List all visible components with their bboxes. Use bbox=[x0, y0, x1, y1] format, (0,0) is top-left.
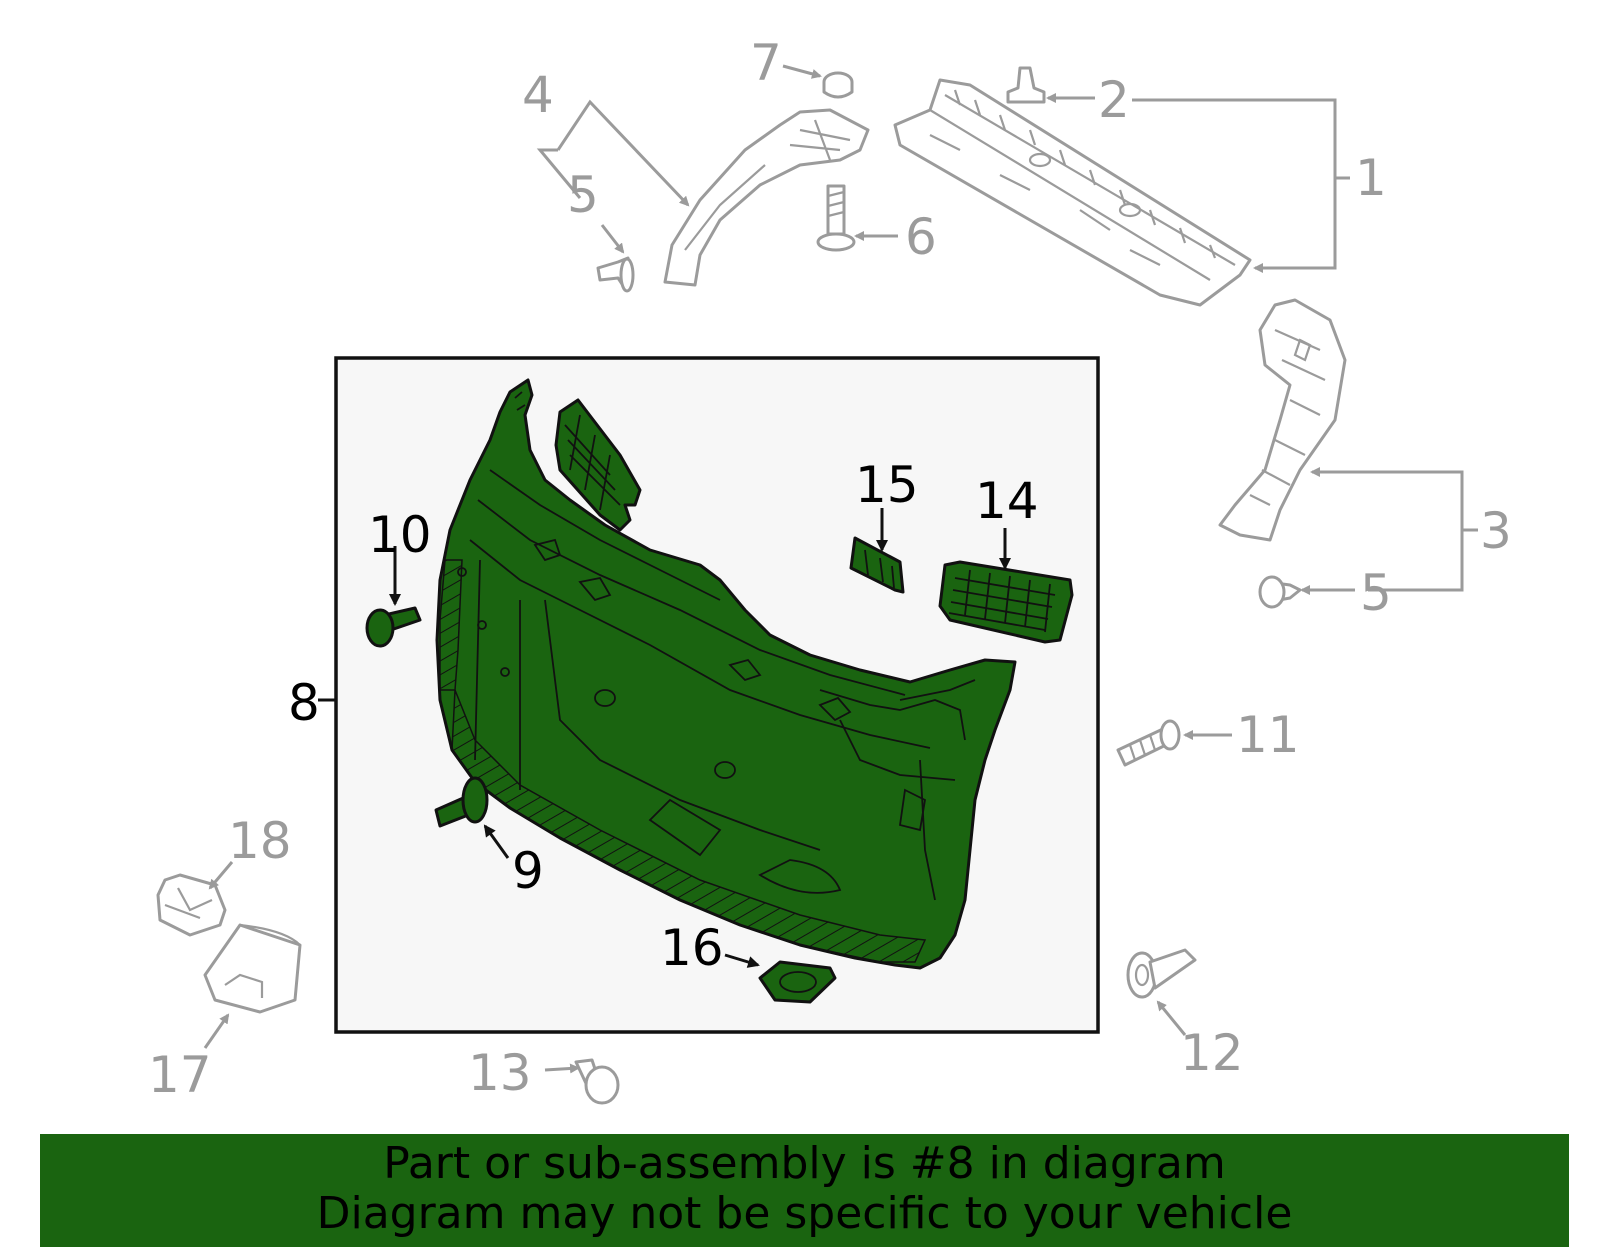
part-7-cap[interactable] bbox=[822, 71, 854, 99]
leader-5-left bbox=[600, 224, 625, 254]
leader-9 bbox=[483, 824, 510, 859]
part-16-cover-cap[interactable] bbox=[758, 960, 837, 1004]
part-11-bolt[interactable] bbox=[1116, 719, 1181, 767]
footer-banner: Part or sub-assembly is #8 in diagram Di… bbox=[40, 1134, 1569, 1247]
callout-12: 12 bbox=[1180, 1024, 1244, 1082]
callout-6: 6 bbox=[905, 208, 937, 266]
part-5-clip-right[interactable] bbox=[1258, 575, 1302, 609]
footer-line-2: Diagram may not be specific to your vehi… bbox=[316, 1188, 1293, 1239]
part-6-bolt[interactable] bbox=[816, 184, 856, 252]
callout-5-right: 5 bbox=[1360, 564, 1392, 622]
callout-14: 14 bbox=[975, 472, 1039, 530]
part-14-vent-grille[interactable] bbox=[938, 560, 1074, 644]
part-17-cover[interactable] bbox=[203, 923, 302, 1014]
callout-7: 7 bbox=[750, 34, 782, 92]
part-9-push-pin[interactable] bbox=[434, 776, 489, 828]
part-8-liftgate-trim-panel[interactable] bbox=[435, 378, 1017, 970]
callout-4: 4 bbox=[522, 66, 554, 124]
footer-line-1: Part or sub-assembly is #8 in diagram bbox=[383, 1138, 1226, 1189]
part-8-upper-bracket[interactable] bbox=[554, 398, 642, 532]
leader-7 bbox=[782, 64, 822, 79]
leader-1 bbox=[1132, 98, 1337, 273]
callout-11: 11 bbox=[1236, 706, 1300, 764]
callout-2: 2 bbox=[1098, 71, 1130, 129]
callout-3: 3 bbox=[1480, 502, 1512, 560]
leader-18 bbox=[208, 861, 234, 890]
leader-13 bbox=[544, 1063, 580, 1074]
leader-12 bbox=[1156, 1000, 1187, 1036]
part-13-push-clip[interactable] bbox=[574, 1058, 620, 1105]
part-10-push-pin[interactable] bbox=[365, 606, 422, 648]
part-15-small-cover[interactable] bbox=[849, 536, 905, 594]
part-1-upper-trim[interactable] bbox=[893, 78, 1252, 307]
callout-18: 18 bbox=[228, 812, 292, 870]
leader-4 bbox=[556, 99, 690, 207]
part-5-clip-left[interactable] bbox=[596, 256, 635, 293]
part-3-side-trim[interactable] bbox=[1218, 298, 1347, 542]
callout-8: 8 bbox=[288, 674, 320, 732]
part-2-clip[interactable] bbox=[1006, 66, 1046, 104]
leader-16 bbox=[724, 953, 760, 968]
callout-17: 17 bbox=[148, 1046, 212, 1104]
callout-5-left: 5 bbox=[567, 166, 599, 224]
part-4-side-trim[interactable] bbox=[663, 108, 870, 287]
leader-17 bbox=[203, 1013, 230, 1049]
callout-13: 13 bbox=[468, 1044, 532, 1102]
callout-1: 1 bbox=[1355, 149, 1387, 207]
leader-4-to-5 bbox=[536, 148, 582, 199]
part-18-bracket[interactable] bbox=[156, 873, 227, 937]
callout-9: 9 bbox=[512, 842, 544, 900]
part-12-push-clip[interactable] bbox=[1126, 948, 1197, 999]
callout-10: 10 bbox=[368, 506, 432, 564]
callout-15: 15 bbox=[855, 456, 919, 514]
callout-16: 16 bbox=[660, 919, 724, 977]
